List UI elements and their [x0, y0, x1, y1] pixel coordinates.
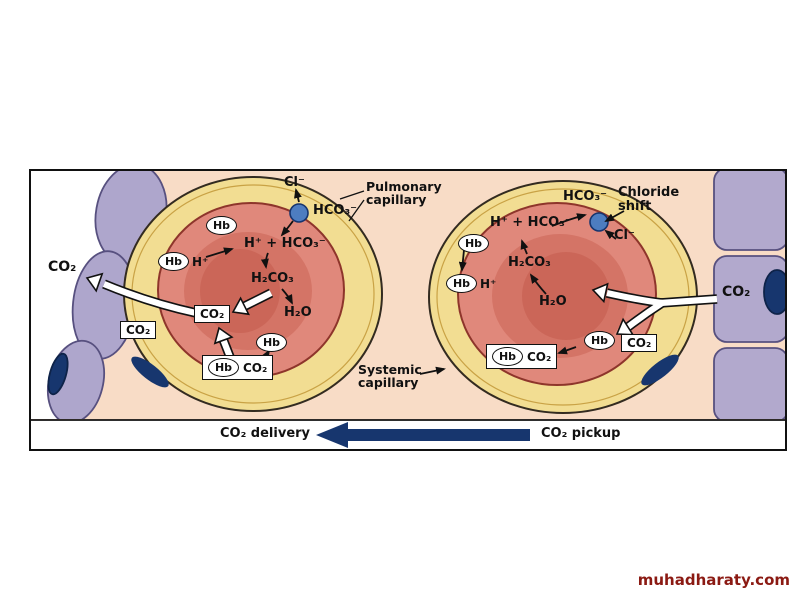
co2-box-left-wall: CO₂: [120, 321, 157, 340]
h-plus-label: H⁺: [192, 254, 209, 269]
hb-badge: Hb: [158, 252, 189, 271]
chloride-shift-label: Chloride shift: [618, 186, 679, 213]
pulmonary-label-line1: Pulmonary: [366, 179, 442, 194]
hbco2-box-left: Hb CO₂: [202, 355, 274, 380]
co2-box-left-inner: CO₂: [194, 305, 231, 324]
co2-flow-arrows-left: [85, 272, 274, 359]
hb-badge: Hb: [458, 234, 489, 253]
hco3-label-left: HCO₃⁻: [313, 203, 358, 218]
hb-badge: Hb: [208, 358, 239, 377]
hb-badge: Hb: [492, 347, 523, 366]
h2co3-label-right: H₂CO₃: [508, 255, 551, 270]
hbco2-box-right: Hb CO₂: [486, 344, 558, 369]
hb-badge: Hb: [206, 216, 237, 235]
chloride-shift-line1: Chloride: [618, 185, 680, 200]
pulmonary-label-line2: capillary: [366, 192, 427, 208]
h-hco3-label-right: H⁺ + HCO₃⁻: [490, 215, 572, 230]
systemic-capillary-label: Systemic capillary: [358, 363, 422, 389]
systemic-label-line2: capillary: [358, 375, 419, 391]
chloride-transporter-icon-left: [289, 203, 309, 223]
hb-badge: Hb: [446, 274, 477, 293]
pulmonary-capillary-label: Pulmonary capillary: [366, 180, 442, 206]
cl-label-left: Cl⁻: [284, 175, 305, 190]
co2-pickup-label: CO₂ pickup: [541, 426, 621, 441]
co2-delivery-label: CO₂ delivery: [220, 426, 311, 441]
reaction-arrows-right: [458, 210, 625, 355]
cell-nucleus-icon: [763, 269, 785, 315]
co2-label: CO₂: [243, 360, 268, 375]
endothelial-nucleus-icon: [641, 354, 679, 386]
label-pointers: [339, 190, 446, 375]
figure-frame: [29, 169, 787, 451]
systemic-label-line1: Systemic: [358, 362, 422, 377]
co2-label-outside-right: CO₂: [722, 284, 751, 300]
red-blood-cell-left: [157, 202, 345, 378]
h2o-label-right: H₂O: [539, 294, 567, 309]
tissue-cells-right: [713, 171, 785, 419]
hb-badge: Hb: [256, 333, 287, 352]
h-hco3-label-left: H⁺ + HCO₃⁻: [244, 236, 326, 251]
co2-flow-arrows-right: [591, 282, 718, 336]
cell-nucleus-icon: [47, 352, 69, 396]
hco3-label-right: HCO₃⁻: [563, 189, 608, 204]
h2co3-label-left: H₂CO₃: [251, 271, 294, 286]
blood-flow-arrow-icon: [316, 422, 530, 448]
watermark: muhadharaty.com: [637, 571, 790, 589]
co2-label: CO₂: [527, 349, 552, 364]
h-plus-label: H⁺: [480, 276, 497, 291]
co2-label-outside-left: CO₂: [48, 259, 77, 275]
co2-box-right-inner: CO₂: [621, 334, 658, 353]
chloride-shift-line2: shift: [618, 198, 652, 214]
h2o-label-left: H₂O: [284, 305, 312, 320]
hb-badge: Hb: [584, 331, 615, 350]
endothelial-nucleus-icon: [131, 356, 169, 388]
cl-label-right: Cl⁻: [614, 228, 635, 243]
chloride-transporter-icon-right: [589, 212, 609, 232]
